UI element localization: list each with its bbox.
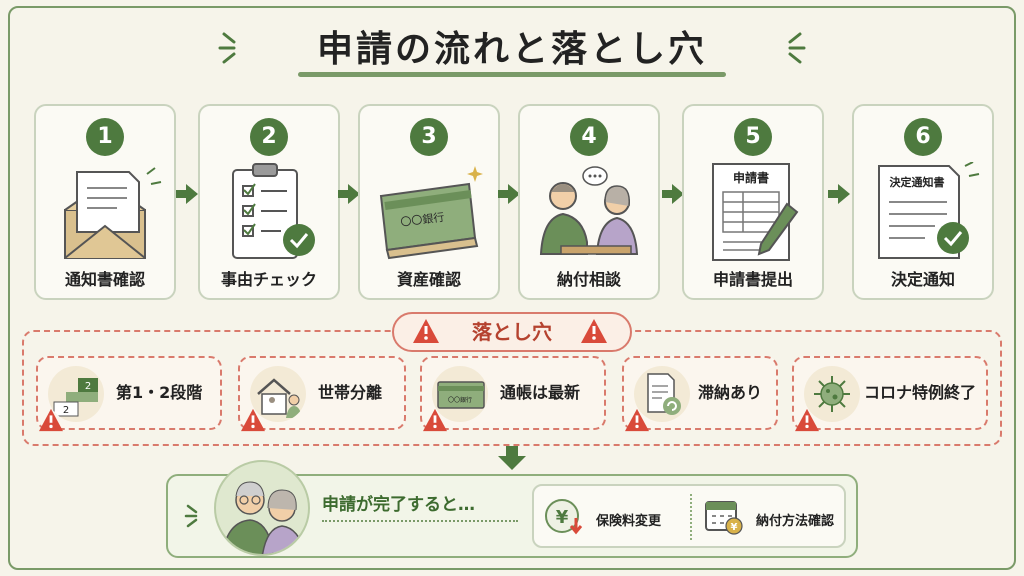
- stage-blocks-icon: 2 2: [48, 366, 104, 422]
- result-dotted-line: [322, 520, 518, 522]
- result-heading: 申請が完了すると…: [322, 495, 475, 515]
- page-title: 申請の流れと落とし穴: [316, 29, 707, 70]
- clipboard-check-icon: [232, 163, 315, 259]
- notice-title: 決定通知書: [890, 175, 945, 189]
- pitfall-card-stage: 2 2 第1・2段階: [36, 356, 222, 430]
- warning-icon: [423, 408, 447, 432]
- right-arrow-icon: [338, 184, 360, 204]
- pitfall-label: 通帳は最新: [500, 383, 581, 402]
- pitfall-label: 世帯分離: [318, 383, 383, 402]
- step-number: 5: [734, 118, 772, 156]
- elderly-couple-avatar: [214, 460, 310, 556]
- pitfall-label: 滞納あり: [698, 383, 763, 402]
- pitfall-label: コロナ特例終了: [864, 383, 977, 402]
- right-arrow-icon: [498, 184, 520, 204]
- warning-icon: [625, 408, 649, 432]
- step-label: 通知書確認: [64, 270, 145, 289]
- step-number: 6: [904, 118, 942, 156]
- elderly-couple-icon: [221, 481, 306, 554]
- result-divider: [690, 494, 692, 540]
- step-card-6: 6 決定通知書 決定通知: [852, 104, 994, 300]
- sparkle-icon: [184, 504, 198, 528]
- step-number: 2: [250, 118, 288, 156]
- right-arrow-icon: [662, 184, 684, 204]
- right-arrow-icon: [176, 184, 198, 204]
- step-label: 申請書提出: [712, 270, 793, 289]
- step-number: 3: [410, 118, 448, 156]
- outer-frame: [8, 6, 1016, 570]
- pitfalls-title: 落とし穴: [472, 320, 552, 344]
- step-label: 決定通知: [890, 270, 955, 289]
- step-number: 1: [86, 118, 124, 156]
- passbook-label: 〇〇銀行: [448, 396, 472, 404]
- envelope-letter-icon: [64, 167, 162, 259]
- virus-icon: [804, 366, 860, 422]
- step-label: 納付相談: [556, 270, 621, 289]
- right-arrow-icon: [828, 184, 850, 204]
- warning-icon: [795, 408, 819, 432]
- pitfall-card-arrears: 滞納あり: [622, 356, 778, 430]
- decision-notice-icon: 決定通知書: [878, 162, 980, 259]
- warning-icon: [39, 408, 63, 432]
- overdue-document-icon: [634, 366, 690, 422]
- warning-icon: [581, 319, 607, 343]
- result-item-label: 保険料変更: [596, 514, 662, 529]
- warning-icon: [413, 319, 439, 343]
- pitfall-card-passbook: 〇〇銀行 通帳は最新: [420, 356, 606, 430]
- step-number: 4: [570, 118, 608, 156]
- step-label: 事由チェック: [220, 270, 317, 289]
- bankbook-label: 〇〇銀行: [400, 210, 445, 229]
- warning-icon: [241, 408, 265, 432]
- consultation-icon: [539, 166, 639, 255]
- title-underline: [298, 72, 726, 77]
- stage-2-text: 2: [85, 381, 91, 392]
- step-card-1: 1 通知書確認: [34, 104, 176, 300]
- right-sparkle-icon: [788, 32, 806, 64]
- yen-down-icon: ¥: [545, 499, 583, 535]
- house-family-icon: [250, 366, 306, 422]
- form-title: 申請書: [733, 170, 769, 185]
- step-card-3: 3 〇〇銀行 資産確認: [358, 104, 500, 300]
- left-sparkle-icon: [218, 32, 236, 64]
- passbook-icon: 〇〇銀行: [432, 366, 488, 422]
- pitfall-card-household: 世帯分離: [238, 356, 406, 430]
- pitfall-card-covid: コロナ特例終了: [792, 356, 988, 430]
- step-label: 資産確認: [396, 270, 461, 289]
- pitfall-label: 第1・2段階: [116, 383, 203, 402]
- down-arrow-icon: [498, 446, 526, 470]
- result-items-box: ¥ 保険料変更 ¥ 納付方法確認: [532, 484, 846, 548]
- svg-text:¥: ¥: [731, 522, 738, 533]
- step-card-2: 2 事由チェック: [198, 104, 340, 300]
- result-item-label: 納付方法確認: [756, 514, 835, 529]
- svg-text:¥: ¥: [556, 507, 569, 528]
- application-form-icon: 申請書: [712, 163, 799, 261]
- bankbook-icon: 〇〇銀行: [379, 166, 483, 260]
- stage-2-text-lower: 2: [63, 405, 69, 416]
- step-card-5: 5 申請書 申請書提出: [682, 104, 824, 300]
- step-card-4: 4 納付相談: [518, 104, 660, 300]
- calendar-yen-icon: ¥: [705, 501, 743, 535]
